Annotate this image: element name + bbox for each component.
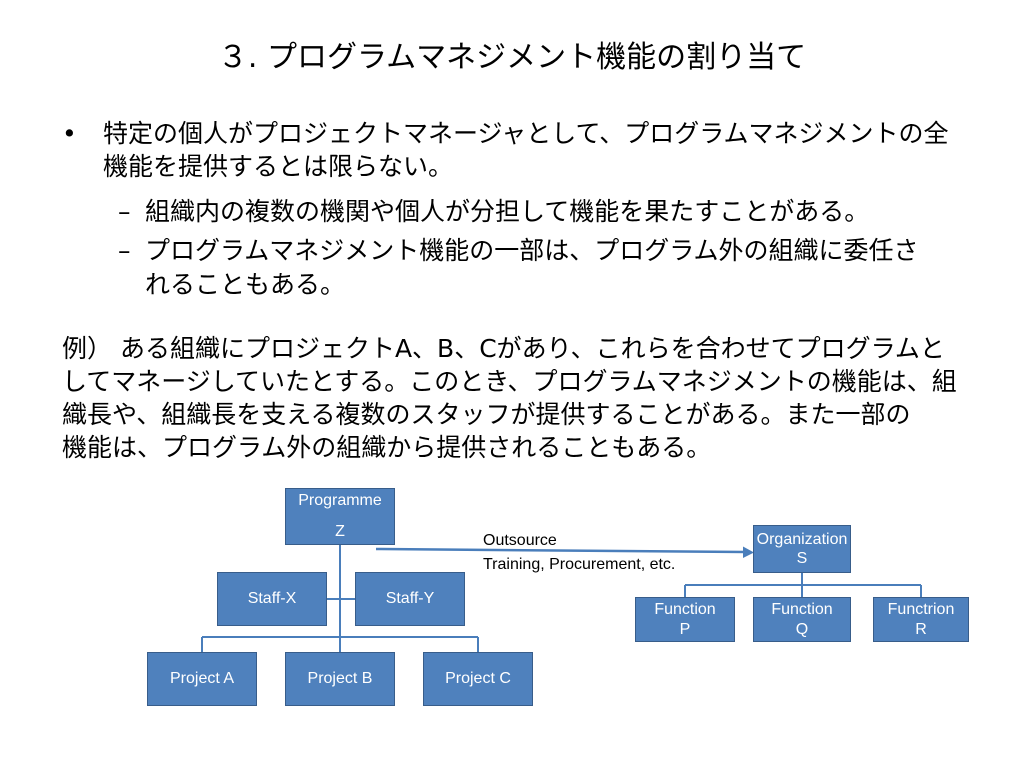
project-a-label: Project A <box>169 670 235 687</box>
function-q-id: Q <box>795 621 809 638</box>
bullet-text-line: 機能を提供するとは限らない。 <box>103 152 454 181</box>
function-r-id: R <box>915 621 927 638</box>
example-text-line: してマネージしていたとする。このとき、プログラムマネジメントの機能は、組 <box>62 367 957 396</box>
function-q-label: Function <box>771 601 833 618</box>
bullet-marker: • <box>62 119 77 148</box>
outsource-examples-label: Training, Procurement, etc. <box>483 556 676 573</box>
organization-box-id: S <box>796 550 808 567</box>
function-p-label: Function <box>654 601 716 618</box>
sub-bullet-text: プログラムマネジメント機能の一部は、プログラム外の組織に委任さ れることもある。 <box>145 234 1005 302</box>
function-q-box: Function Q <box>753 597 851 642</box>
sub-bullet-marker: – <box>118 197 131 226</box>
bullet-text-line: 特定の個人がプロジェクトマネージャとして、プログラムマネジメントの全 <box>103 119 949 148</box>
sub-bullet-text-line: 組織内の複数の機関や個人が分担して機能を果たすことがある。 <box>145 197 870 226</box>
staff-y-box: Staff-Y <box>355 572 465 626</box>
outsource-arrow-line <box>375 547 746 554</box>
bullet-text: 特定の個人がプロジェクトマネージャとして、プログラムマネジメントの全 機能を提供… <box>103 117 1003 183</box>
example-text-line: 織長や、組織長を支える複数のスタッフが提供することがある。また一部の <box>62 400 911 429</box>
project-a-box: Project A <box>147 652 257 706</box>
staff-y-label: Staff-Y <box>385 590 435 607</box>
programme-box-id: Z <box>335 523 345 540</box>
function-p-id: P <box>679 621 691 638</box>
project-c-box: Project C <box>423 652 533 706</box>
project-b-label: Project B <box>307 670 373 687</box>
staff-x-box: Staff-X <box>217 572 327 626</box>
slide-title: ３. プログラムマネジメント機能の割り当て <box>217 40 807 75</box>
sub-bullet-text-line: プログラムマネジメント機能の一部は、プログラム外の組織に委任さ <box>145 236 919 265</box>
sub-bullet-text: 組織内の複数の機関や個人が分担して機能を果たすことがある。 <box>145 195 1005 229</box>
sub-bullet-marker: – <box>118 236 131 265</box>
project-b-box: Project B <box>285 652 395 706</box>
programme-box: Programme Z <box>285 488 395 545</box>
programme-box-label: Programme <box>298 492 382 509</box>
outsource-label: Outsource <box>483 532 557 549</box>
example-text-line: 機能は、プログラム外の組織から提供されることもある。 <box>62 433 712 462</box>
organization-box-label: Organization <box>756 531 848 548</box>
example-paragraph: 例） ある組織にプロジェクトA、B、Cがあり、これらを合わせてプログラムと して… <box>62 332 1007 464</box>
function-r-label: Functrion <box>887 601 955 618</box>
example-text-line: 例） ある組織にプロジェクトA、B、Cがあり、これらを合わせてプログラムと <box>62 334 945 363</box>
project-c-label: Project C <box>445 670 511 687</box>
staff-x-label: Staff-X <box>247 590 297 607</box>
function-p-box: Function P <box>635 597 735 642</box>
sub-bullet-text-line: れることもある。 <box>145 270 346 299</box>
function-r-box: Functrion R <box>873 597 969 642</box>
organization-box: Organization S <box>753 525 851 573</box>
